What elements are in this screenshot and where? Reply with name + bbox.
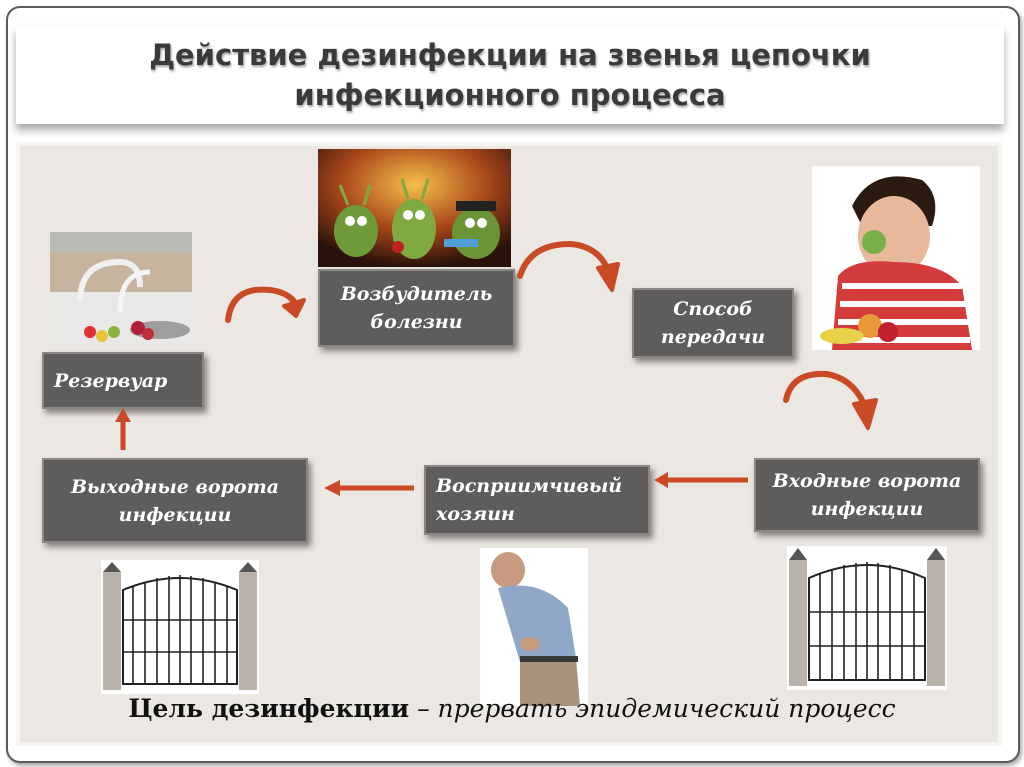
iron-gate-left-photo (101, 560, 259, 694)
transmission-box: Способ передачи (632, 288, 794, 358)
entry-gate-box: Входные ворота инфекции (754, 458, 980, 532)
goal-statement: Цель дезинфекции – прервать эпидемически… (0, 694, 1024, 723)
exit-gate-box: Выходные ворота инфекции (42, 458, 308, 543)
title-line-2: инфекционного процесса (294, 78, 726, 112)
host-box: Восприимчивый хозяин (424, 465, 650, 535)
child-eating-photo (812, 166, 980, 350)
iron-gate-right-photo (787, 546, 947, 690)
goal-bold: Цель дезинфекции (128, 694, 410, 723)
pathogen-box: Возбудитель болезни (318, 269, 515, 347)
reservoir-box: Резервуар (42, 352, 204, 409)
title-band: Действие дезинфекции на звенья цепочки и… (16, 26, 1004, 124)
goal-dash: – (409, 694, 438, 723)
sick-man-photo (480, 548, 588, 706)
kitchen-sink-photo (50, 232, 192, 348)
title-line-1: Действие дезинфекции на звенья цепочки (149, 38, 871, 72)
germ-monsters-photo (318, 149, 511, 267)
goal-italic: прервать эпидемический процесс (437, 694, 896, 723)
slide-title: Действие дезинфекции на звенья цепочки и… (16, 26, 1004, 124)
